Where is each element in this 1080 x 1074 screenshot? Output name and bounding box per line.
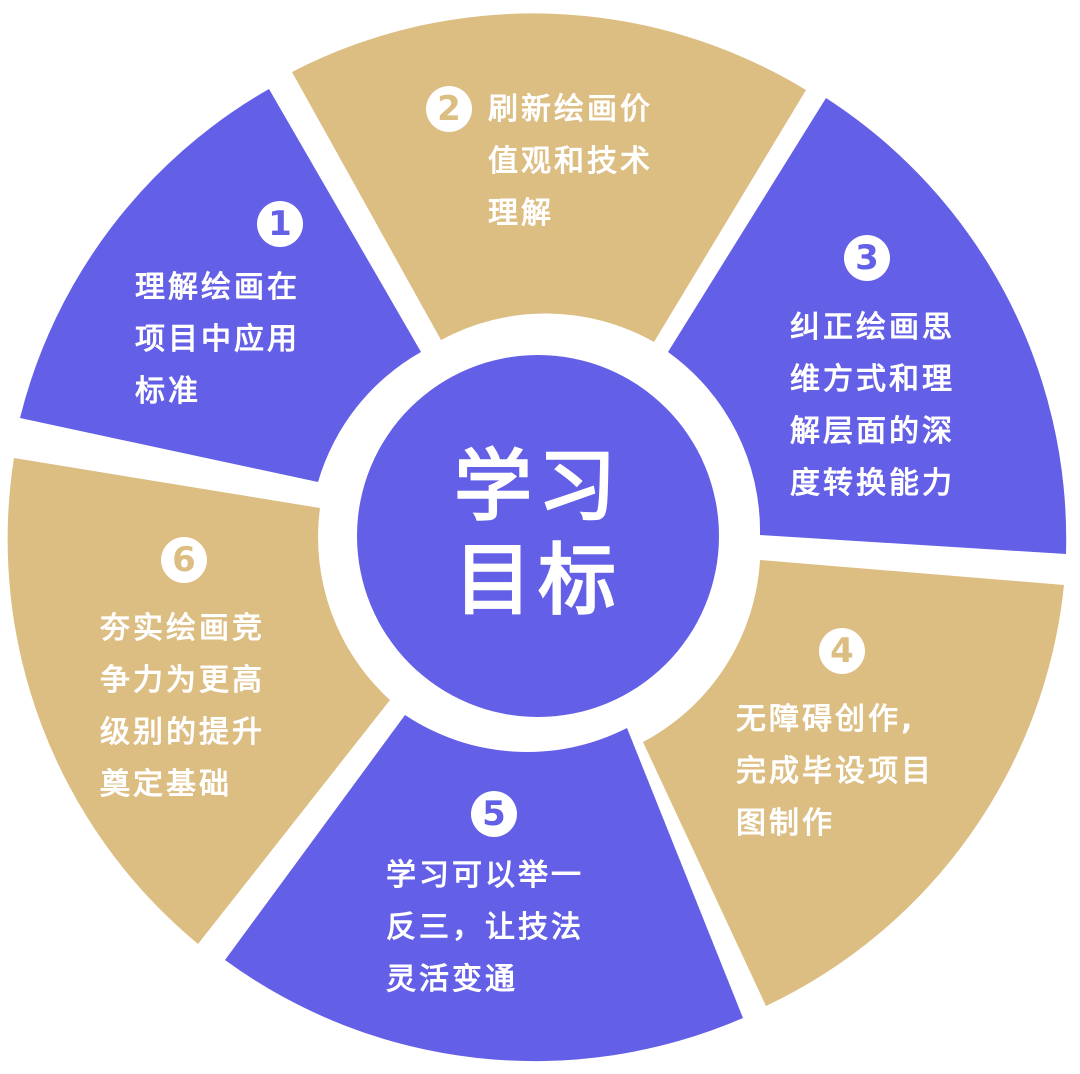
segment-5-line-2: 反三，让技法	[386, 910, 584, 945]
segment-6-line-2: 争力为更高	[100, 663, 265, 698]
segment-6-number-badge: 6	[161, 537, 207, 583]
segment-3-line-2: 维方式和理	[790, 362, 955, 397]
segment-1-line-1: 理解绘画在	[135, 270, 300, 305]
segment-5-text: 学习可以举一 反三，让技法 灵活变通	[386, 850, 584, 1006]
segment-1-line-3: 标准	[135, 374, 201, 409]
center-title-line-2: 目标	[453, 536, 622, 626]
segment-4-number-badge: 4	[819, 628, 865, 674]
center-title-line-1: 学习	[453, 442, 622, 532]
segment-3-text: 纠正绘画思 维方式和理 解层面的深 度转换能力	[790, 302, 955, 510]
segment-5-line-3: 灵活变通	[386, 962, 518, 997]
segment-1-shape	[20, 89, 421, 482]
segment-2-line-2: 值观和技术	[488, 144, 653, 179]
segment-3-line-1: 纠正绘画思	[790, 310, 955, 345]
segment-4-line-2: 完成毕设项目	[736, 754, 934, 789]
segment-2-line-1: 刷新绘画价	[488, 92, 653, 127]
segment-6-line-4: 奠定基础	[100, 767, 232, 802]
segment-5-shape	[225, 715, 743, 1062]
segment-2-shape	[292, 13, 806, 343]
segment-3-number-badge: 3	[844, 235, 890, 281]
segment-2-line-3: 理解	[488, 196, 554, 231]
segment-5-number-badge: 5	[471, 791, 517, 837]
segment-1-line-2: 项目中应用	[135, 322, 300, 357]
segment-1-number-badge: 1	[257, 201, 303, 247]
segment-2-text: 刷新绘画价 值观和技术 理解	[488, 84, 653, 240]
segment-6-shape	[7, 458, 390, 944]
segment-6-line-1: 夯实绘画竞	[100, 611, 265, 646]
segment-5-line-1: 学习可以举一	[386, 858, 584, 893]
center-circle	[357, 355, 719, 717]
segment-1-text: 理解绘画在 项目中应用 标准	[135, 262, 300, 418]
segment-4-shape	[643, 560, 1064, 1006]
segment-6-line-3: 级别的提升	[100, 715, 265, 750]
center-title: 学习 目标	[380, 440, 696, 628]
segment-4-line-1: 无障碍创作,	[736, 702, 916, 737]
segment-4-line-3: 图制作	[736, 806, 835, 841]
segment-3-line-3: 解层面的深	[790, 414, 955, 449]
segment-6-text: 夯实绘画竞 争力为更高 级别的提升 奠定基础	[100, 603, 265, 811]
segment-4-text: 无障碍创作, 完成毕设项目 图制作	[736, 694, 934, 850]
segment-2-number-badge: 2	[426, 86, 472, 132]
segment-3-line-4: 度转换能力	[790, 466, 955, 501]
segment-3-shape	[668, 98, 1067, 554]
